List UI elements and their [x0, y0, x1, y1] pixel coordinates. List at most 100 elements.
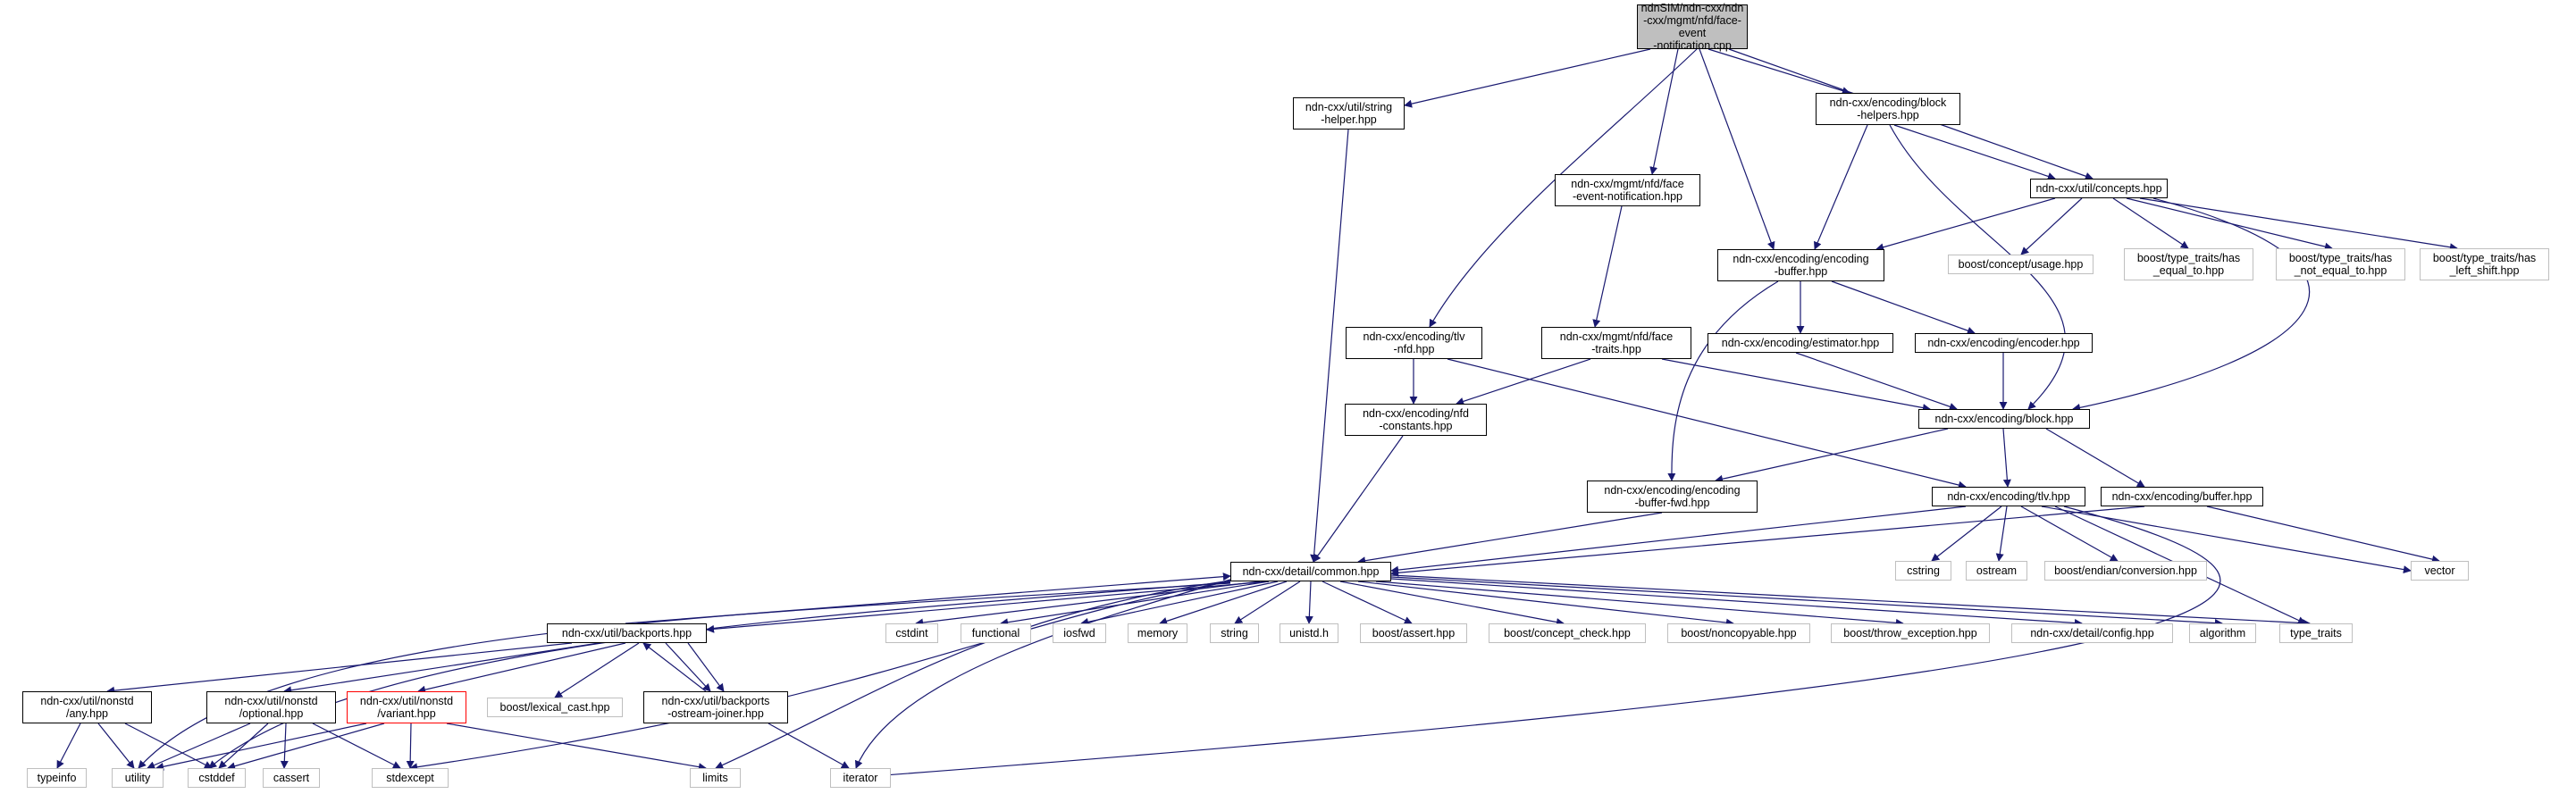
- dependency-edge: [446, 723, 707, 772]
- dependency-edge: [1875, 197, 2056, 252]
- dependency-edge: [1390, 574, 2311, 628]
- node-ostream-joiner[interactable]: ndn-cxx/util/backports -ostream-joiner.h…: [643, 691, 788, 723]
- node-boost-assert[interactable]: boost/assert.hpp: [1360, 623, 1467, 643]
- dependency-edge: [715, 580, 1231, 769]
- node-cassert[interactable]: cassert: [263, 768, 320, 788]
- node-algorithm[interactable]: algorithm: [2189, 623, 2256, 643]
- node-block[interactable]: ndn-cxx/encoding/block.hpp: [1918, 409, 2090, 429]
- node-typeinfo[interactable]: typeinfo: [27, 768, 87, 788]
- node-detail-config[interactable]: ndn-cxx/detail/config.hpp: [2011, 623, 2173, 643]
- node-boost-concept-usage[interactable]: boost/concept/usage.hpp: [1948, 255, 2094, 274]
- node-boost-endian-conversion[interactable]: boost/endian/conversion.hpp: [2044, 561, 2207, 581]
- node-iterator[interactable]: iterator: [830, 768, 891, 788]
- dependency-edge: [56, 723, 81, 769]
- dependency-edge: [2112, 197, 2189, 249]
- dependency-edge: [147, 723, 251, 769]
- dependency-edge: [1357, 581, 1734, 627]
- dependency-edge: [1313, 435, 1404, 563]
- node-cstdint[interactable]: cstdint: [885, 623, 938, 643]
- node-boost-noncopyable[interactable]: boost/noncopyable.hpp: [1667, 623, 1810, 643]
- dependency-edge: [312, 723, 401, 769]
- dependency-edge: [124, 723, 213, 769]
- dependency-edge: [768, 723, 850, 769]
- dependency-edge: [2045, 428, 2145, 488]
- dependency-edge: [280, 723, 289, 769]
- node-boost-has-left-shift[interactable]: boost/type_traits/has _left_shift.hpp: [2420, 248, 2549, 280]
- node-boost-has-equal-to[interactable]: boost/type_traits/has _equal_to.hpp: [2124, 248, 2253, 280]
- dependency-edge: [1080, 581, 1279, 626]
- node-nonstd-optional[interactable]: ndn-cxx/util/nonstd /optional.hpp: [206, 691, 336, 723]
- node-boost-concept-check[interactable]: boost/concept_check.hpp: [1489, 623, 1646, 643]
- dependency-edge: [1795, 352, 1958, 411]
- dependency-edge: [417, 642, 626, 694]
- node-boost-has-not-equal-to[interactable]: boost/type_traits/has _not_equal_to.hpp: [2276, 248, 2405, 280]
- node-tlv[interactable]: ndn-cxx/encoding/tlv.hpp: [1932, 487, 2085, 506]
- node-cstring[interactable]: cstring: [1895, 561, 1951, 581]
- node-block-helpers[interactable]: ndn-cxx/encoding/block -helpers.hpp: [1816, 93, 1960, 125]
- node-nonstd-any[interactable]: ndn-cxx/util/nonstd /any.hpp: [22, 691, 152, 723]
- node-buffer[interactable]: ndn-cxx/encoding/buffer.hpp: [2101, 487, 2263, 506]
- node-encoding-buffer-fwd[interactable]: ndn-cxx/encoding/encoding -buffer-fwd.hp…: [1587, 481, 1758, 513]
- dependency-edge: [97, 723, 135, 769]
- dependency-edge: [208, 581, 1231, 769]
- dependency-edge: [554, 642, 640, 698]
- dependency-edge: [1404, 48, 1651, 108]
- node-encoding-buffer[interactable]: ndn-cxx/encoding/encoding -buffer.hpp: [1717, 249, 1884, 281]
- dependency-edge: [2002, 428, 2011, 488]
- node-vector[interactable]: vector: [2411, 561, 2469, 581]
- dependency-edge: [1322, 581, 1413, 624]
- node-limits[interactable]: limits: [690, 768, 741, 788]
- node-common[interactable]: ndn-cxx/detail/common.hpp: [1230, 562, 1391, 581]
- dependency-edge: [665, 642, 711, 692]
- dependency-edge: [2206, 506, 2440, 564]
- dependency-edge: [1390, 506, 1967, 574]
- dependency-edge: [227, 723, 385, 771]
- dependency-edge: [1931, 506, 2002, 562]
- node-memory[interactable]: memory: [1128, 623, 1187, 643]
- dependency-edge: [687, 642, 725, 692]
- dependency-edge: [106, 642, 573, 695]
- dependency-edge: [1390, 506, 2145, 577]
- dependency-edge: [1357, 512, 1663, 565]
- node-stdexcept[interactable]: stdexcept: [372, 768, 449, 788]
- node-face-event-notification-hpp[interactable]: ndn-cxx/mgmt/nfd/face -event-notificatio…: [1555, 174, 1700, 206]
- node-unistd[interactable]: unistd.h: [1280, 623, 1338, 643]
- node-concepts[interactable]: ndn-cxx/util/concepts.hpp: [2030, 179, 2168, 198]
- node-backports[interactable]: ndn-cxx/util/backports.hpp: [547, 623, 707, 643]
- dependency-edge: [1814, 124, 1868, 250]
- dependency-edge: [1447, 358, 1967, 489]
- node-face-event-notification-cpp[interactable]: ndnSIM/ndn-cxx/ndn -cxx/mgmt/nfd/face-ev…: [1637, 2, 1748, 52]
- node-string[interactable]: string: [1210, 623, 1259, 643]
- dependency-edge: [706, 581, 1270, 633]
- node-nfd-constants[interactable]: ndn-cxx/encoding/nfd -constants.hpp: [1345, 404, 1487, 436]
- dependency-edge: [1667, 280, 1779, 481]
- dependency-edge: [2020, 197, 2083, 255]
- node-boost-lexical-cast[interactable]: boost/lexical_cast.hpp: [487, 698, 623, 717]
- dependency-edge: [1375, 581, 1904, 627]
- node-utility[interactable]: utility: [112, 768, 164, 788]
- dependency-edge: [1305, 581, 1313, 624]
- dependency-edge: [1592, 205, 1623, 328]
- node-nonstd-variant[interactable]: ndn-cxx/util/nonstd /variant.hpp: [347, 691, 466, 723]
- dependency-edge: [1649, 48, 1679, 175]
- node-encoder[interactable]: ndn-cxx/encoding/encoder.hpp: [1915, 333, 2093, 353]
- dependency-edge: [1339, 581, 1565, 626]
- dependency-edge: [155, 723, 367, 771]
- node-string-helper[interactable]: ndn-cxx/util/string -helper.hpp: [1293, 97, 1405, 130]
- node-boost-throw-exception[interactable]: boost/throw_exception.hpp: [1831, 623, 1990, 643]
- node-functional[interactable]: functional: [961, 623, 1031, 643]
- dependency-edge: [2020, 506, 2119, 562]
- dependency-edge: [1893, 124, 2056, 180]
- node-face-traits[interactable]: ndn-cxx/mgmt/nfd/face -traits.hpp: [1541, 327, 1691, 359]
- node-estimator[interactable]: ndn-cxx/encoding/estimator.hpp: [1708, 333, 1893, 353]
- node-type-traits[interactable]: type_traits: [2279, 623, 2353, 643]
- dependency-edge: [1234, 581, 1301, 624]
- dependency-edge: [1159, 581, 1288, 625]
- dependency-edge: [1390, 578, 2083, 627]
- node-iosfwd[interactable]: iosfwd: [1053, 623, 1106, 643]
- dependency-edge: [406, 723, 415, 769]
- node-cstddef[interactable]: cstddef: [188, 768, 246, 788]
- node-ostream[interactable]: ostream: [1966, 561, 2027, 581]
- node-tlv-nfd[interactable]: ndn-cxx/encoding/tlv -nfd.hpp: [1346, 327, 1482, 359]
